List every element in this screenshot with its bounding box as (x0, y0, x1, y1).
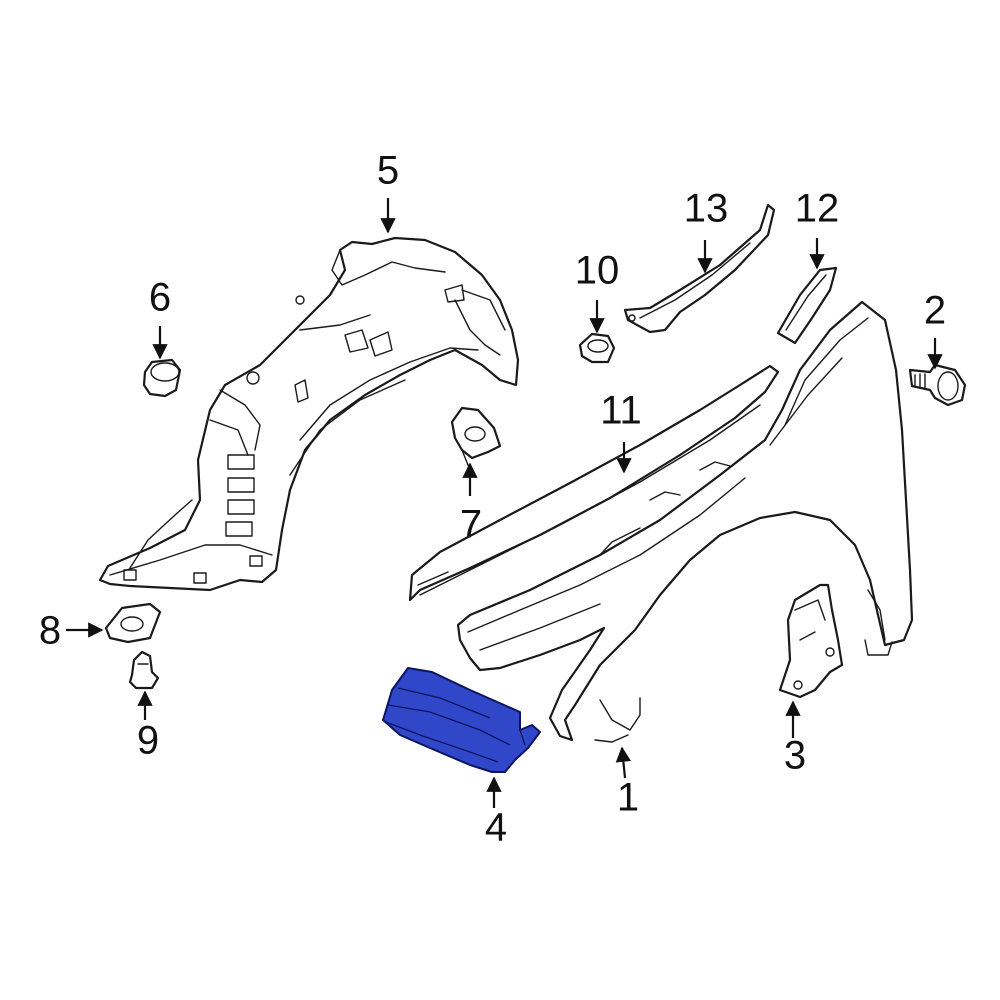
callout-3: 3 (784, 734, 806, 778)
leader-arrows (66, 198, 943, 808)
bolt-part[interactable] (908, 363, 967, 407)
arrow-1 (615, 746, 632, 779)
bracket-part[interactable] (778, 583, 844, 699)
splash-shield-part[interactable] (382, 667, 541, 773)
callout-6: 6 (149, 276, 171, 320)
callout-11: 11 (600, 389, 642, 433)
callout-13: 13 (684, 187, 729, 231)
callout-4: 4 (485, 806, 507, 850)
nut-part[interactable] (578, 332, 616, 364)
push-clip-part[interactable] (128, 650, 160, 690)
upper-bracket-part[interactable] (623, 203, 776, 334)
callout-12: 12 (795, 187, 840, 231)
retainer-part[interactable] (104, 602, 162, 644)
fender-liner-part[interactable] (98, 236, 520, 592)
fender-seal-part[interactable] (408, 364, 780, 602)
callout-7: 7 (460, 503, 482, 547)
fender-panel-part[interactable] (456, 300, 914, 743)
callout-5: 5 (377, 149, 399, 193)
clip-part[interactable] (142, 358, 182, 398)
callout-9: 9 (137, 719, 159, 763)
callout-2: 2 (924, 289, 946, 333)
small-bracket-part[interactable] (450, 406, 502, 471)
seal-part[interactable] (776, 266, 838, 345)
callout-8: 8 (39, 609, 61, 653)
callout-labels: 1 2 3 4 5 6 7 8 9 10 11 12 13 (39, 149, 946, 850)
callout-1: 1 (617, 776, 639, 820)
callout-10: 10 (575, 249, 620, 293)
